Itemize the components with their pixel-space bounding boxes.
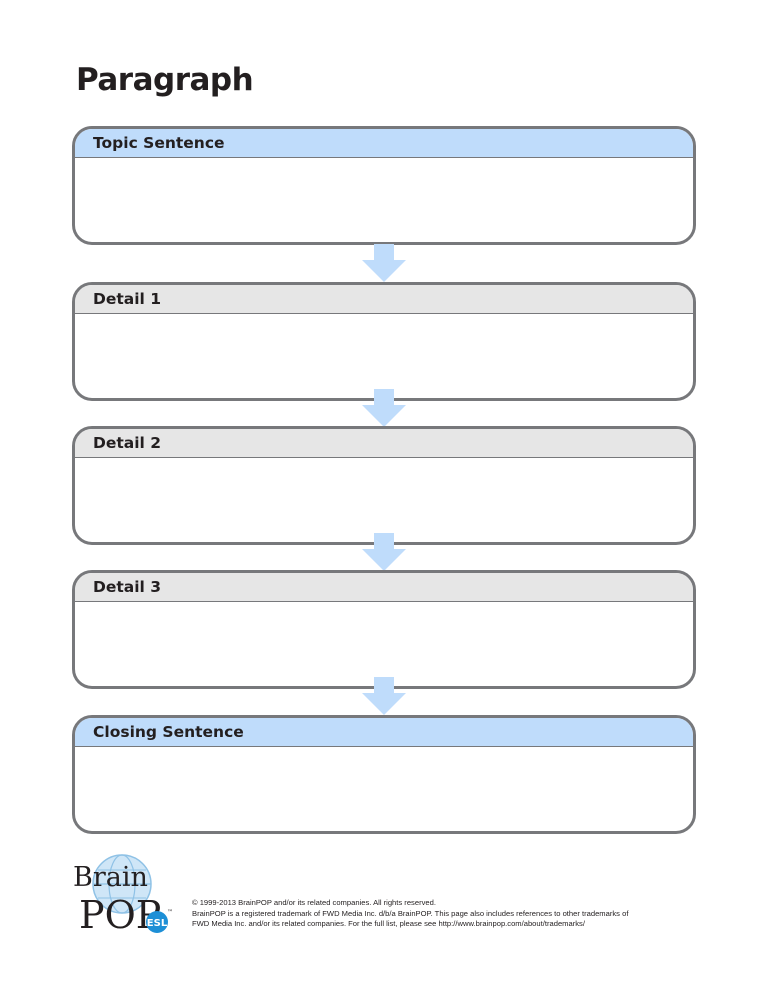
- detail-1-writing-area[interactable]: [75, 314, 693, 394]
- copyright-footer: © 1999-2013 BrainPOP and/or its related …: [192, 898, 662, 930]
- topic-sentence-writing-area[interactable]: [75, 158, 693, 238]
- box-header: Closing Sentence: [75, 718, 693, 747]
- box-header: Topic Sentence: [75, 129, 693, 158]
- closing-sentence-writing-area[interactable]: [75, 747, 693, 827]
- detail-2-box: Detail 2: [72, 426, 696, 545]
- down-arrow-icon: [362, 533, 406, 571]
- box-header: Detail 3: [75, 573, 693, 602]
- down-arrow-icon: [362, 677, 406, 715]
- box-label: Closing Sentence: [93, 723, 244, 741]
- detail-2-writing-area[interactable]: [75, 458, 693, 538]
- box-label: Topic Sentence: [93, 134, 225, 152]
- box-header: Detail 1: [75, 285, 693, 314]
- box-label: Detail 2: [93, 434, 162, 452]
- logo-esl-text: ESL: [147, 918, 168, 929]
- box-header: Detail 2: [75, 429, 693, 458]
- topic-sentence-box: Topic Sentence: [72, 126, 696, 245]
- detail-3-writing-area[interactable]: [75, 602, 693, 682]
- detail-1-box: Detail 1: [72, 282, 696, 401]
- box-label: Detail 1: [93, 290, 162, 308]
- logo-pop-text: POP: [79, 893, 161, 936]
- closing-sentence-box: Closing Sentence: [72, 715, 696, 834]
- down-arrow-icon: [362, 389, 406, 427]
- footer-line: FWD Media Inc. and/or its related compan…: [192, 919, 585, 928]
- page-title: Paragraph: [76, 62, 254, 98]
- down-arrow-icon: [362, 244, 406, 282]
- logo-brain-text: Brain: [73, 862, 148, 893]
- brainpop-esl-logo: Brain POP ESL ™: [73, 854, 173, 936]
- footer-line: © 1999-2013 BrainPOP and/or its related …: [192, 898, 436, 907]
- box-label: Detail 3: [93, 578, 162, 596]
- footer-line: BrainPOP is a registered trademark of FW…: [192, 908, 629, 918]
- detail-3-box: Detail 3: [72, 570, 696, 689]
- logo-tm-text: ™: [167, 909, 173, 916]
